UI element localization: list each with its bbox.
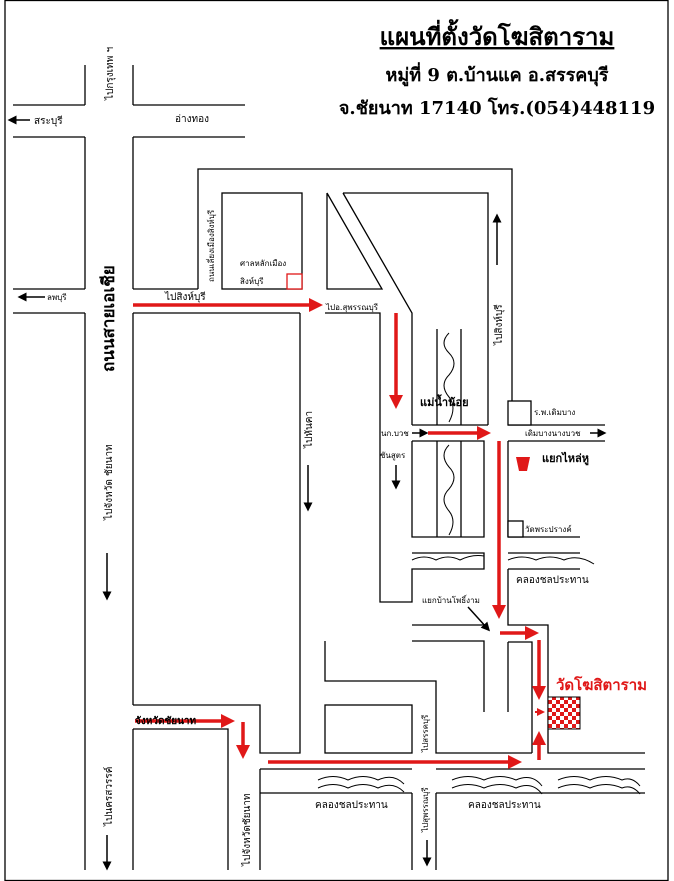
label-canal-3: คลองชลประทาน bbox=[468, 800, 541, 811]
label-to-chainat: ไปจังหวัด ชัยนาท bbox=[103, 444, 115, 521]
wat-phra-prang-building bbox=[507, 520, 524, 538]
label-canal-1: คลองชลประทาน bbox=[516, 575, 589, 586]
label-singburi-bypass: ถนนเลี่ยงเมืองสิงห์บุรี bbox=[205, 209, 216, 282]
label-yaek-lai-hu: แยกไหล่หู bbox=[542, 451, 589, 466]
label-to-singburi-west: ไปสิงห์บุรี bbox=[164, 291, 206, 303]
label-city-pillar-2: สิงห์บุรี bbox=[240, 276, 264, 286]
label-asia-highway: ถนนสายเอเชีย bbox=[98, 265, 119, 372]
label-city-pillar-1: ศาลหลักเมือง bbox=[240, 259, 286, 268]
label-chansut: ชันสูตร bbox=[380, 451, 406, 461]
label-to-sankhaburi: ไปสรรคบุรี bbox=[421, 714, 430, 753]
checkered-flag-icon[interactable] bbox=[547, 696, 581, 730]
label-noi-river: แม่น้ำน้อย bbox=[420, 394, 469, 409]
label-temple[interactable]: วัดโฆสิตาราม bbox=[556, 675, 647, 694]
city-pillar-shrine bbox=[286, 273, 303, 290]
label-to-nangbuat: นก.บวช bbox=[381, 429, 409, 438]
label-to-suphanburi-bottom: ไปสุพรรณบุรี bbox=[421, 787, 430, 833]
label-hospital: ร.พ.เดิมบาง bbox=[534, 408, 575, 417]
label-ang-thong: อ่างทอง bbox=[175, 114, 209, 125]
label-saraburi: สระบุรี bbox=[34, 115, 63, 127]
label-doembang-nangbuat: เดิมบางนางบวช bbox=[525, 429, 581, 438]
hospital-building bbox=[507, 400, 532, 426]
label-to-singburi-east: ไปสิงห์บุรี bbox=[493, 304, 505, 346]
route-arrows bbox=[133, 298, 546, 769]
label-lopburi: ลพบุรี bbox=[47, 293, 67, 302]
address-line-2: จ.ชัยนาท 17140 โทร.(054)448119 bbox=[339, 97, 655, 119]
label-to-nakhon-sawan: ไปนครสวรรค์ bbox=[103, 767, 115, 827]
direction-arrows bbox=[7, 115, 607, 871]
label-wat-phra-prang: วัดพระปรางค์ bbox=[525, 524, 572, 534]
map-title: แผนที่ตั้งวัดโฆสิตาราม bbox=[380, 18, 615, 51]
label-chainat-province: จังหวัดชัยนาท bbox=[135, 715, 197, 727]
bucket-icon bbox=[516, 457, 530, 471]
river-and-canal-lines bbox=[317, 332, 641, 795]
label-to-suphanburi-top: ไปอ.สุพรรณบุรี bbox=[325, 303, 379, 312]
label-canal-2: คลองชลประทาน bbox=[315, 800, 388, 811]
label-yaek-ban-pho-ngam: แยกบ้านโพธิ์งาม bbox=[422, 594, 480, 605]
label-to-bangkok: ไปกรุงเทพ ฯ bbox=[104, 47, 116, 101]
address-line-1: หมู่ที่ 9 ต.บ้านแค อ.สรรคบุรี bbox=[386, 62, 609, 87]
label-to-chainat-2: ไปจังหวัดชัยนาท bbox=[241, 793, 253, 867]
label-to-hankha: ไปหันคา bbox=[303, 411, 315, 449]
